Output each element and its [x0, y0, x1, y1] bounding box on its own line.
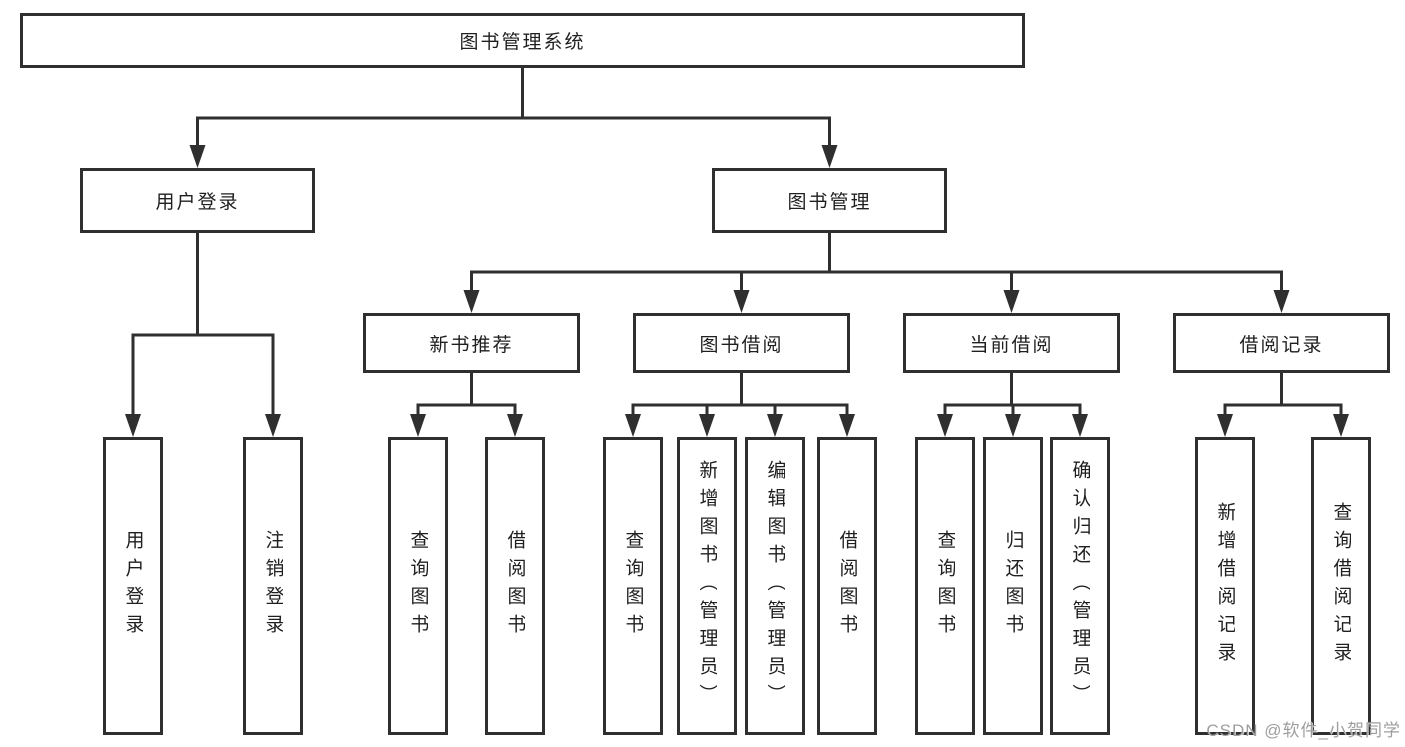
node-current-borrow: 当前借阅	[903, 313, 1120, 373]
edge-new-book-recommend-to-leaves	[410, 371, 523, 437]
leaf-query-books-current: 查询图书	[915, 437, 975, 735]
node-label: 图书借阅	[699, 334, 784, 356]
edge-book-borrow-to-leaves	[625, 371, 855, 437]
node-label: 当前借阅	[969, 334, 1054, 356]
node-new-book-recommend: 新书推荐	[363, 313, 580, 373]
edge-root-to-level2	[189, 66, 838, 168]
node-label: 新增借阅记录	[1215, 502, 1235, 670]
node-label: 新书推荐	[429, 334, 514, 356]
node-label: 查询图书	[623, 530, 643, 642]
leaf-user-login: 用户登录	[103, 437, 163, 735]
node-book-management-branch: 图书管理	[712, 168, 947, 233]
node-label: 归还图书	[1003, 530, 1023, 642]
leaf-return-books: 归还图书	[983, 437, 1043, 735]
node-user-login-branch: 用户登录	[80, 168, 315, 233]
edge-user-login-to-leaves	[125, 231, 281, 437]
leaf-query-books-recommend: 查询图书	[388, 437, 448, 735]
leaf-add-books-admin: 新增图书（管理员）	[677, 437, 737, 735]
node-label: 查询借阅记录	[1331, 502, 1351, 670]
node-label: 借阅图书	[837, 530, 857, 642]
edge-borrow-records-to-leaves	[1217, 371, 1349, 437]
node-borrow-records: 借阅记录	[1173, 313, 1390, 373]
node-label: 注销登录	[263, 530, 283, 642]
leaf-borrow-books: 借阅图书	[817, 437, 877, 735]
node-label: 图书管理	[787, 192, 872, 213]
edge-book-management-to-level3	[463, 231, 1290, 313]
leaf-add-borrow-record: 新增借阅记录	[1195, 437, 1255, 735]
node-label: 编辑图书（管理员）	[765, 460, 785, 712]
node-book-borrow: 图书借阅	[633, 313, 850, 373]
node-label: 确认归还（管理员）	[1070, 460, 1090, 712]
leaf-borrow-books-recommend: 借阅图书	[485, 437, 545, 735]
node-library-management-system: 图书管理系统	[20, 13, 1025, 68]
node-label: 借阅图书	[505, 530, 525, 642]
leaf-logout: 注销登录	[243, 437, 303, 735]
node-label: 新增图书（管理员）	[697, 460, 717, 712]
leaf-confirm-return-admin: 确认归还（管理员）	[1050, 437, 1110, 735]
node-label: 图书管理系统	[459, 32, 586, 53]
node-label: 查询图书	[935, 530, 955, 642]
leaf-edit-books-admin: 编辑图书（管理员）	[745, 437, 805, 735]
csdn-watermark: CSDN @软件_小贺同学	[1206, 721, 1401, 740]
leaf-query-books-borrow: 查询图书	[603, 437, 663, 735]
node-label: 用户登录	[155, 192, 240, 213]
node-label: 借阅记录	[1239, 334, 1324, 356]
node-label: 用户登录	[123, 530, 143, 642]
leaf-query-borrow-record: 查询借阅记录	[1311, 437, 1371, 735]
node-label: 查询图书	[408, 530, 428, 642]
edge-current-borrow-to-leaves	[937, 371, 1088, 437]
